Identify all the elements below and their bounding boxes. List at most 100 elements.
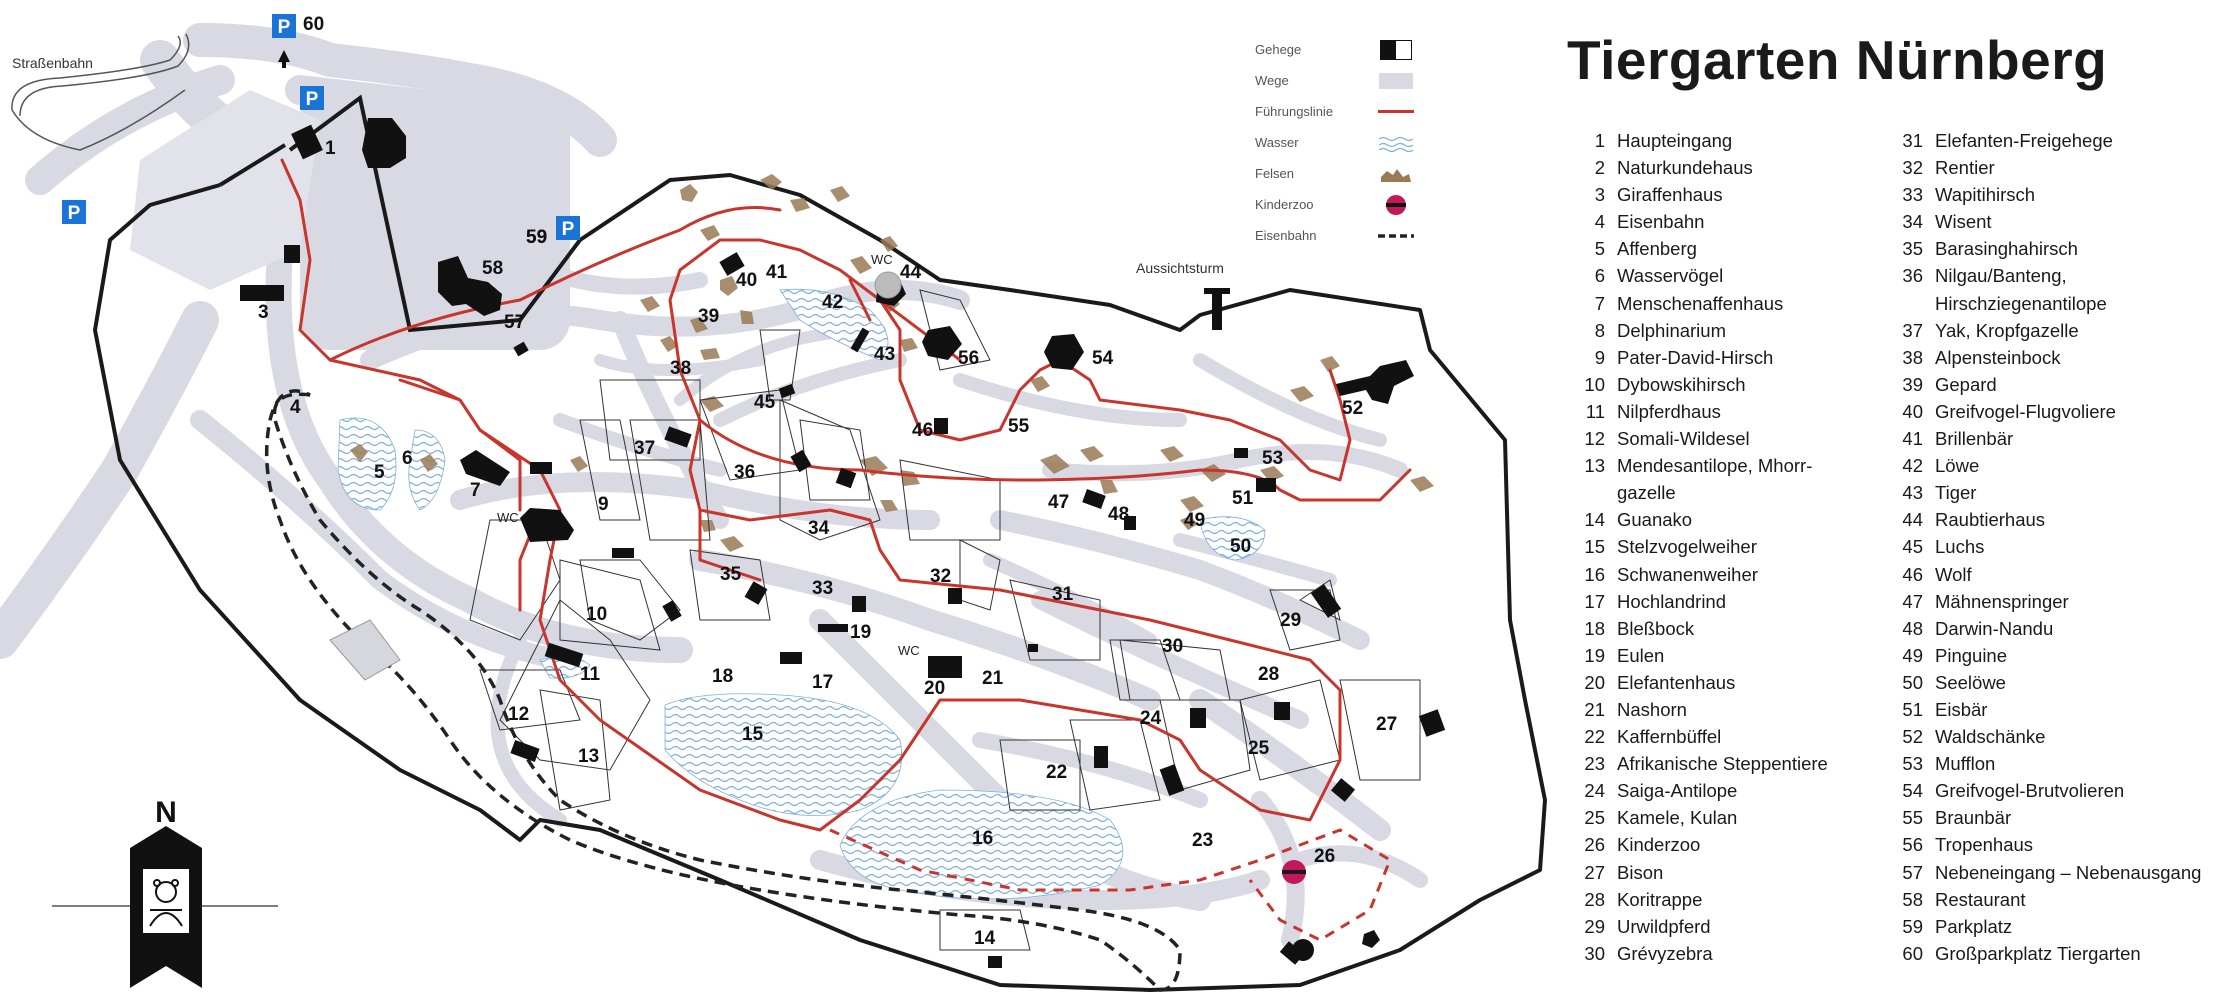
parking-sign-west[interactable]: P (62, 200, 86, 224)
svg-text:21: 21 (982, 668, 1004, 689)
building-36 (790, 449, 812, 473)
building-27 (1418, 709, 1446, 737)
wc-label-8: WC (497, 510, 519, 525)
enclosure-numbers: 1 2 3 4 5 6 7 8 9 10 11 12 13 14 15 16 1… (258, 132, 1397, 949)
svg-text:N: N (155, 796, 177, 829)
svg-text:P: P (306, 89, 319, 110)
water-16 (839, 789, 1124, 900)
svg-text:40: 40 (736, 270, 757, 291)
building-54 (1044, 334, 1084, 370)
legend-label-eisenbahn: Eisenbahn (1255, 228, 1317, 243)
building-45 (778, 383, 796, 399)
parking-sign-59[interactable]: P 59 (526, 216, 580, 248)
kinderzoo-swatch-icon (1377, 194, 1415, 215)
svg-text:38: 38 (670, 358, 691, 379)
svg-text:15: 15 (742, 724, 764, 745)
svg-text:28: 28 (1258, 664, 1279, 685)
svg-text:24: 24 (1140, 708, 1162, 729)
rock-swatch-icon (1377, 164, 1415, 184)
svg-text:51: 51 (1232, 488, 1254, 509)
svg-text:36: 36 (734, 462, 755, 483)
svg-text:55: 55 (1008, 416, 1030, 437)
water-5 (337, 417, 397, 511)
water-swatch-icon (1377, 133, 1415, 153)
building-7 (460, 450, 510, 486)
svg-text:6: 6 (402, 448, 413, 469)
svg-text:25: 25 (1248, 738, 1270, 759)
building-46 (934, 418, 948, 434)
svg-text:8: 8 (544, 510, 555, 531)
legend-row-kinderzoo: Kinderzoo (1255, 189, 1415, 220)
legend-label-wege: Wege (1255, 73, 1289, 88)
svg-text:P: P (278, 17, 291, 38)
svg-text:43: 43 (874, 344, 895, 365)
entrance-wall (288, 94, 521, 333)
parking-sign-main[interactable]: P (300, 86, 324, 110)
svg-text:52: 52 (1342, 398, 1363, 419)
parking-sign-60[interactable]: P 60 (272, 14, 324, 68)
building-11 (544, 642, 584, 668)
svg-text:5: 5 (374, 462, 385, 483)
